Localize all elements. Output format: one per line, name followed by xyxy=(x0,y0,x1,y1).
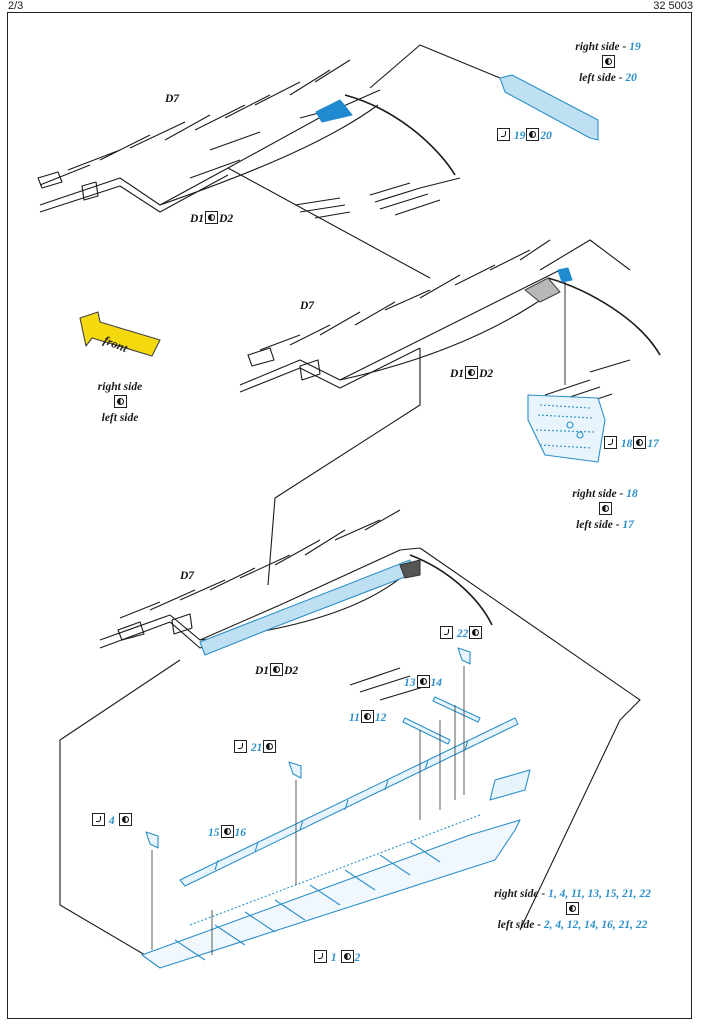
callout-num: 1 xyxy=(330,952,337,964)
variant-d1: D1 xyxy=(450,368,465,380)
yin-yang-icon xyxy=(601,55,615,68)
left-side-nums: 2, 4, 12, 14, 16, 21, 22 xyxy=(543,919,648,931)
callout-num: 13 xyxy=(404,677,416,689)
variant-d2: D2 xyxy=(284,665,299,677)
callout-11-12: 11 12 xyxy=(349,710,386,724)
variant-label-1: D1 D2 xyxy=(190,211,233,225)
callout-b: 20 xyxy=(540,130,552,142)
callout-num: 2 xyxy=(354,952,361,964)
wing-view-2 xyxy=(239,239,661,586)
product-code: 32 5003 xyxy=(653,0,693,12)
callout-num: 15 xyxy=(208,827,220,839)
bend-icon xyxy=(604,436,617,449)
instruction-frame xyxy=(7,12,692,1019)
front-arrow-shape xyxy=(79,311,161,357)
yin-yang-icon xyxy=(220,825,234,838)
yin-yang-icon xyxy=(526,128,540,141)
callout-num: 21 xyxy=(250,742,263,754)
yin-yang-icon xyxy=(566,902,579,915)
callout-21: 21 xyxy=(233,740,277,754)
right-side-label: right side - xyxy=(494,888,546,900)
left-side-label: left side - xyxy=(579,72,623,84)
side-note-18-17: right side - 18 left side - 17 xyxy=(555,487,655,533)
variant-d2: D2 xyxy=(479,368,494,380)
yin-yang-icon xyxy=(118,813,132,826)
yin-yang-icon xyxy=(633,436,647,449)
callout-b: 17 xyxy=(647,438,659,450)
yin-yang-icon xyxy=(465,366,479,379)
orientation-right: right side xyxy=(97,381,143,393)
callout-num: 11 xyxy=(349,712,360,724)
guide-lines xyxy=(151,666,465,955)
yin-yang-icon xyxy=(270,663,284,676)
orientation-legend: right side left side xyxy=(80,380,160,426)
panel-18-17 xyxy=(527,394,606,463)
page-number: 2/3 xyxy=(8,0,24,12)
callout-num: 4 xyxy=(108,815,115,827)
callout-a: 18 xyxy=(620,438,633,450)
yin-yang-icon xyxy=(340,950,354,963)
variant-label-3: D1 D2 xyxy=(255,663,298,677)
callout-1-2: 1 2 xyxy=(313,950,360,964)
right-side-num: 18 xyxy=(626,488,638,500)
left-side-label: left side - xyxy=(576,519,620,531)
part-label-d7-3: D7 xyxy=(180,570,195,582)
variant-d1: D1 xyxy=(255,665,270,677)
yin-yang-icon xyxy=(205,211,219,224)
callout-22: 22 xyxy=(439,626,483,640)
wing-view-1 xyxy=(37,44,501,279)
bend-icon xyxy=(234,740,247,753)
part-label-d7-2: D7 xyxy=(300,300,315,312)
bend-icon xyxy=(314,950,327,963)
left-side-num: 20 xyxy=(625,72,637,84)
yin-yang-icon xyxy=(113,395,127,408)
side-note-19-20: right side - 19 left side - 20 xyxy=(558,40,658,86)
bend-icon xyxy=(92,813,105,826)
part-label-d7-1: D7 xyxy=(165,93,180,105)
callout-num: 16 xyxy=(234,827,247,839)
right-side-num: 19 xyxy=(629,41,641,53)
callout-a: 19 xyxy=(513,130,526,142)
orientation-left: left side xyxy=(101,412,139,424)
exploded-parts xyxy=(141,647,531,969)
yin-yang-icon xyxy=(360,710,374,723)
yin-yang-icon xyxy=(598,502,612,515)
bend-icon xyxy=(497,128,510,141)
variant-label-2: D1 D2 xyxy=(450,366,493,380)
callout-num: 12 xyxy=(374,712,387,724)
side-note-assembly: right side - 1, 4, 11, 13, 15, 21, 22 le… xyxy=(470,887,675,933)
callout-4: 4 xyxy=(91,813,133,827)
callout-num: 14 xyxy=(430,677,443,689)
yin-yang-icon xyxy=(469,626,483,639)
left-side-label: left side - xyxy=(497,919,542,931)
right-side-label: right side - xyxy=(572,488,624,500)
right-side-label: right side - xyxy=(575,41,627,53)
yin-yang-icon xyxy=(263,740,277,753)
right-side-nums: 1, 4, 11, 13, 15, 21, 22 xyxy=(548,888,651,900)
left-side-num: 17 xyxy=(622,519,634,531)
yin-yang-icon xyxy=(416,675,430,688)
bend-icon xyxy=(440,626,453,639)
callout-13-14: 13 14 xyxy=(404,675,442,689)
callout-num: 22 xyxy=(456,628,469,640)
variant-d1: D1 xyxy=(190,213,205,225)
variant-d2: D2 xyxy=(219,213,234,225)
